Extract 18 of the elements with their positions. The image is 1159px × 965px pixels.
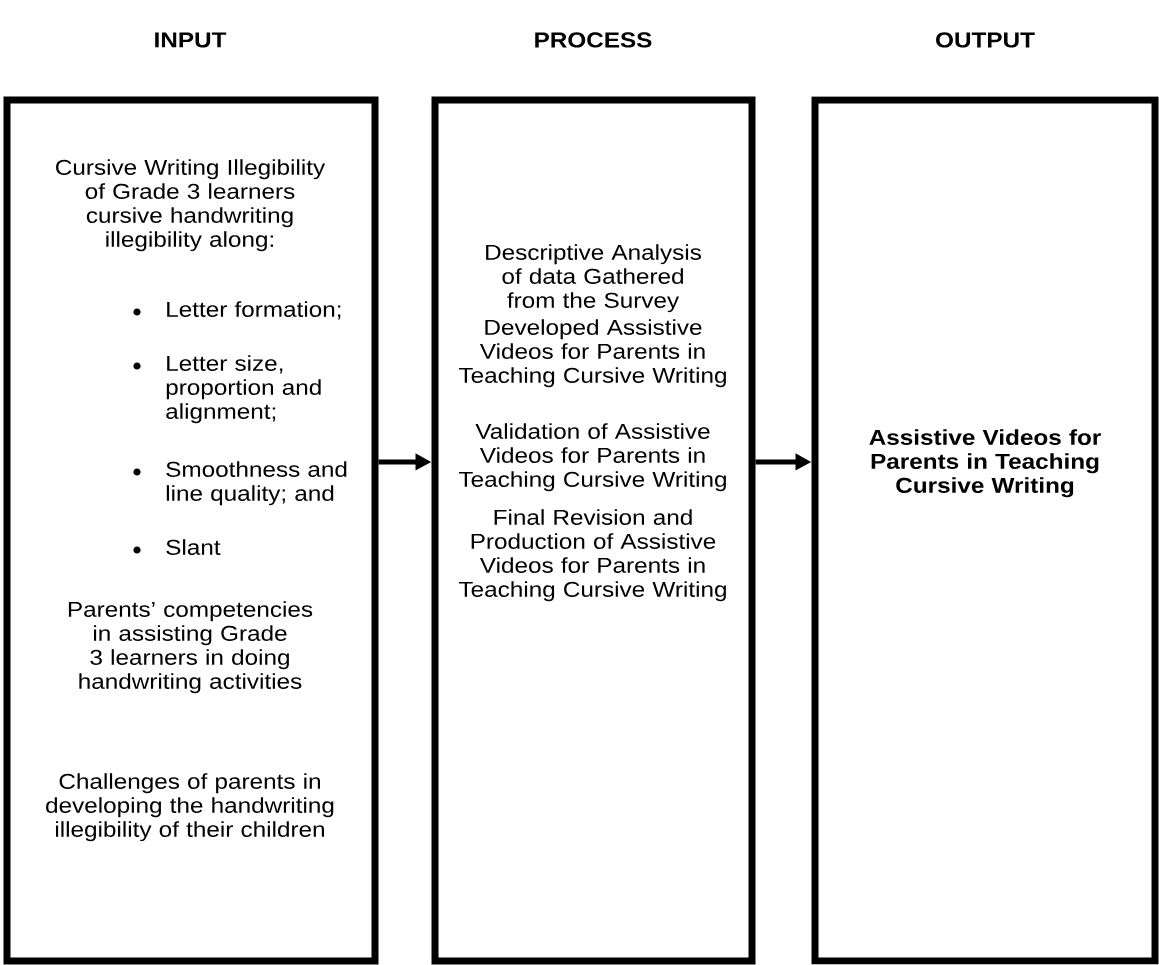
box-text: Parents’ competencies in assisting Grade 3 learners in doing handwriting activities (68, 601, 313, 694)
column-heading: INPUT (155, 32, 227, 48)
box-text: Final Revision and Production of Assistive Videos for Parents in Teaching Cursive Writing (459, 509, 726, 602)
column-box (811, 32, 1159, 965)
box-text: Challenges of parents in developing the handwriting illegibility of their children (46, 773, 334, 842)
column-heading: OUTPUT (936, 32, 1035, 48)
box-text: Developed Assistive Videos for Parents in Teaching Cursive Writing (459, 319, 726, 388)
column-box (431, 32, 756, 965)
box-text: Descriptive Analysis of data Gathered from the Survey (486, 244, 701, 313)
box-text: Cursive Writing Illegibility of Grade 3 learners cursive handwriting illegibility along: (56, 159, 326, 252)
bullet-item: Slant (133, 539, 221, 555)
box-text: Assistive Videos for Parents in Teaching Cursive Writing (869, 429, 1101, 498)
box-text: Validation of Assistive Videos for Parents in Teaching Cursive Writing (459, 423, 726, 492)
column-box (3, 32, 379, 965)
column-heading: PROCESS (535, 32, 652, 48)
bullet-item: Letter size, proportion and alignment; (133, 355, 321, 424)
bullet-item: Letter formation; (133, 301, 341, 320)
bullet-item: Smoothness and line quality; and (133, 461, 347, 506)
